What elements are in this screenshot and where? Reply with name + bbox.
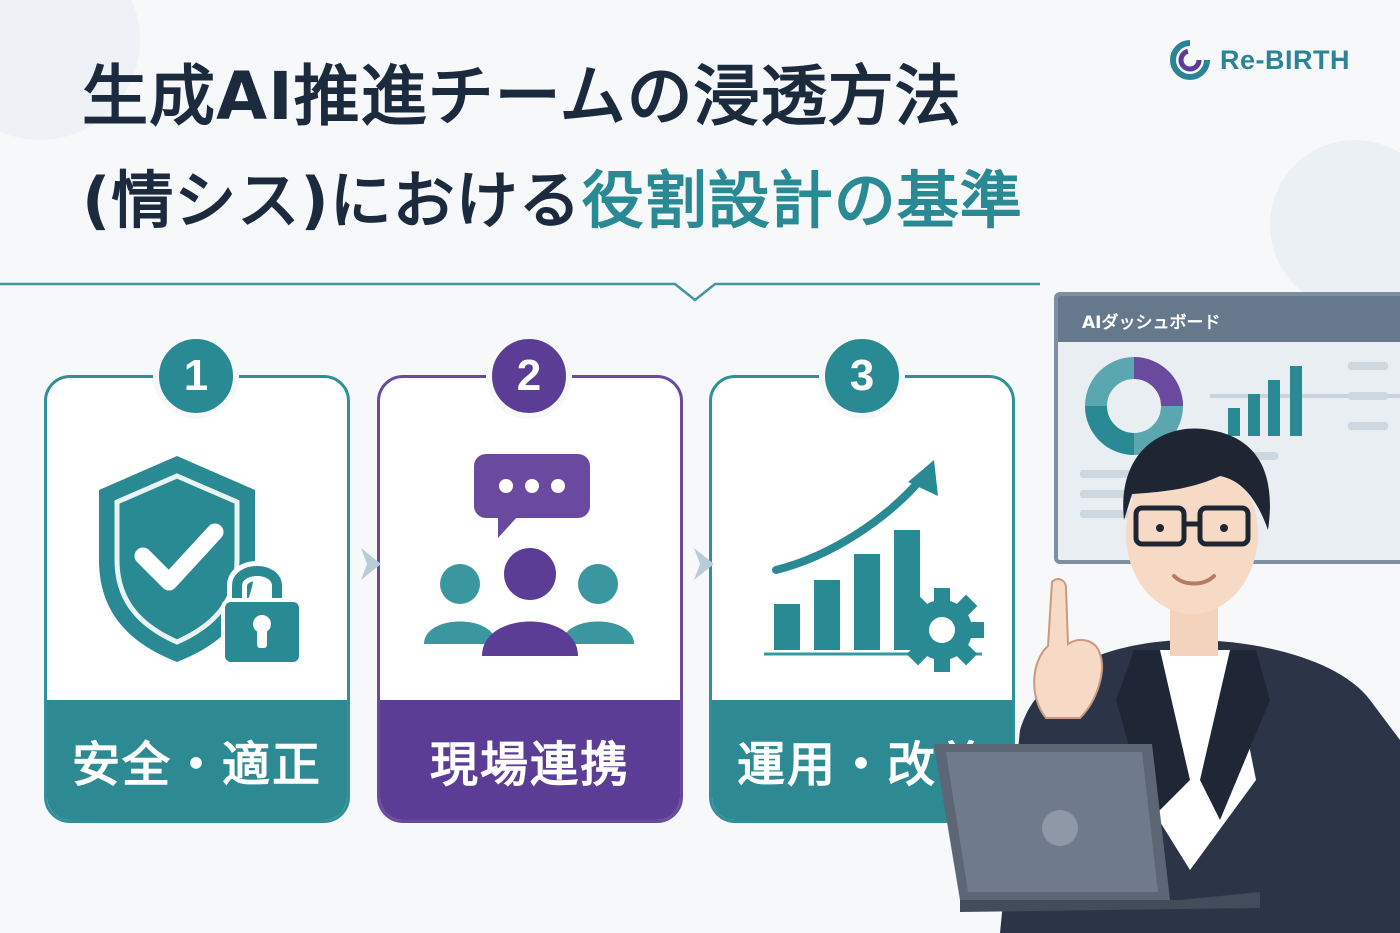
title-line-1: 生成AI推進チームの浸透方法 bbox=[82, 58, 962, 135]
presenter-illustration bbox=[934, 428, 1400, 933]
team-chat-icon bbox=[424, 454, 634, 656]
step-label-bar: 安全・適正 bbox=[47, 700, 347, 820]
background-decoration bbox=[1270, 140, 1400, 310]
section-divider bbox=[0, 282, 1040, 302]
dashboard-title: AIダッシュボード bbox=[1058, 296, 1400, 342]
step-number-badge: 2 bbox=[486, 333, 572, 419]
brand-name: Re-BIRTH bbox=[1220, 44, 1350, 75]
step-label: 現場連携 bbox=[429, 737, 630, 793]
page-title: 生成AI推進チームの浸透方法 (情シス)における役割設計の基準 bbox=[82, 64, 1023, 232]
step-label-bar: 現場連携 bbox=[380, 700, 680, 820]
brand-logo: Re-BIRTH bbox=[1168, 38, 1350, 82]
step-card-1: 安全・適正 bbox=[44, 375, 350, 823]
title-line-2-prefix: (情シス)における bbox=[82, 164, 582, 237]
chevron-right-icon bbox=[694, 548, 714, 580]
chevron-right-icon bbox=[361, 548, 381, 580]
re-birth-logo-icon bbox=[1170, 40, 1210, 80]
title-line-2-highlight: 役割設計の基準 bbox=[581, 164, 1023, 237]
shield-check-lock-icon bbox=[99, 456, 303, 666]
step-label: 安全・適正 bbox=[71, 737, 322, 793]
growth-chart-gear-icon bbox=[764, 460, 984, 672]
step-card-2: 現場連携 bbox=[377, 375, 683, 823]
step-number-badge: 3 bbox=[819, 333, 905, 419]
title-line-2: (情シス)における役割設計の基準 bbox=[82, 170, 1023, 232]
step-number-badge: 1 bbox=[153, 333, 239, 419]
